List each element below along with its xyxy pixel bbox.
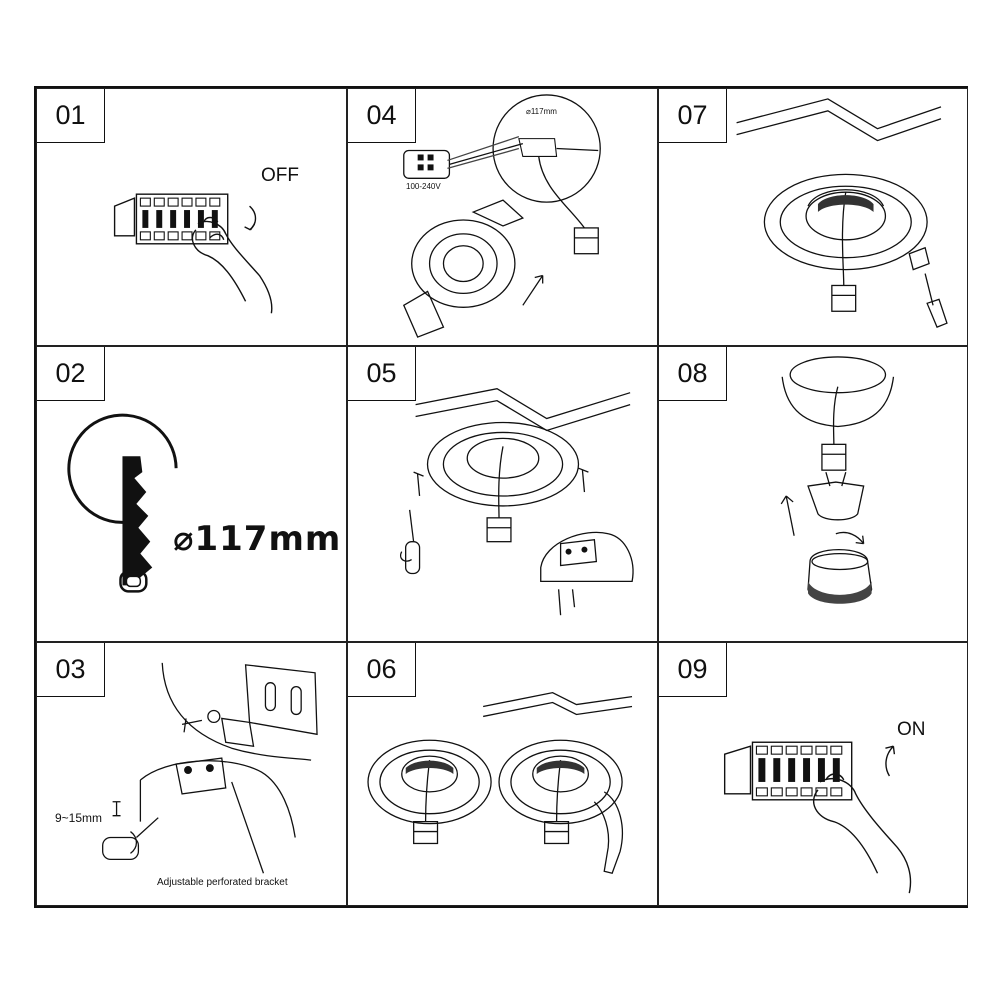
- breaker-switch-on-illustration: [723, 741, 912, 894]
- step-panel-09: 09 ON: [658, 642, 968, 906]
- step-panel-05: 05: [347, 346, 658, 642]
- step-panel-07: 07: [658, 88, 968, 346]
- step-number: 06: [348, 643, 416, 697]
- step-number: 02: [37, 347, 105, 401]
- step-panel-04: 04 ⌀117mm 100-240V: [347, 88, 658, 346]
- installation-steps-grid: 01 OFF: [34, 86, 968, 908]
- step-panel-02: 02 ⌀117mm: [36, 346, 347, 642]
- diameter-label: ⌀117mm: [526, 107, 557, 116]
- step-number: 03: [37, 643, 105, 697]
- bracket-adjustment-illustration: [102, 662, 318, 874]
- on-label: ON: [897, 719, 926, 740]
- step-panel-01: 01 OFF: [36, 88, 347, 346]
- step-number: 08: [659, 347, 727, 401]
- step-panel-06: 06: [347, 642, 658, 906]
- step-number: 09: [659, 643, 727, 697]
- wiring-connection-illustration: [402, 94, 601, 338]
- lamp-insert-illustration: [780, 356, 895, 604]
- cutout-hole-saw-illustration: [67, 413, 178, 593]
- step-number: 04: [348, 89, 416, 143]
- off-label: OFF: [261, 165, 299, 186]
- voltage-label: 100-240V: [406, 182, 441, 191]
- step-panel-03: 03 9~15mm Adjustable perforated bracket: [36, 642, 347, 906]
- fixture-mounting-illustration: [367, 691, 633, 875]
- step-number: 05: [348, 347, 416, 401]
- cut-depth-label: 9~15mm: [55, 811, 103, 825]
- step-panel-08: 08: [658, 346, 968, 642]
- bracket-caption: Adjustable perforated bracket: [157, 877, 288, 888]
- trim-ring-install-illustration: [736, 98, 948, 328]
- step-number: 01: [37, 89, 105, 143]
- step-number: 07: [659, 89, 727, 143]
- breaker-switch-off-illustration: [113, 193, 273, 314]
- screw-fixing-illustration: [400, 388, 634, 616]
- hole-diameter-label: ⌀117mm: [173, 519, 342, 559]
